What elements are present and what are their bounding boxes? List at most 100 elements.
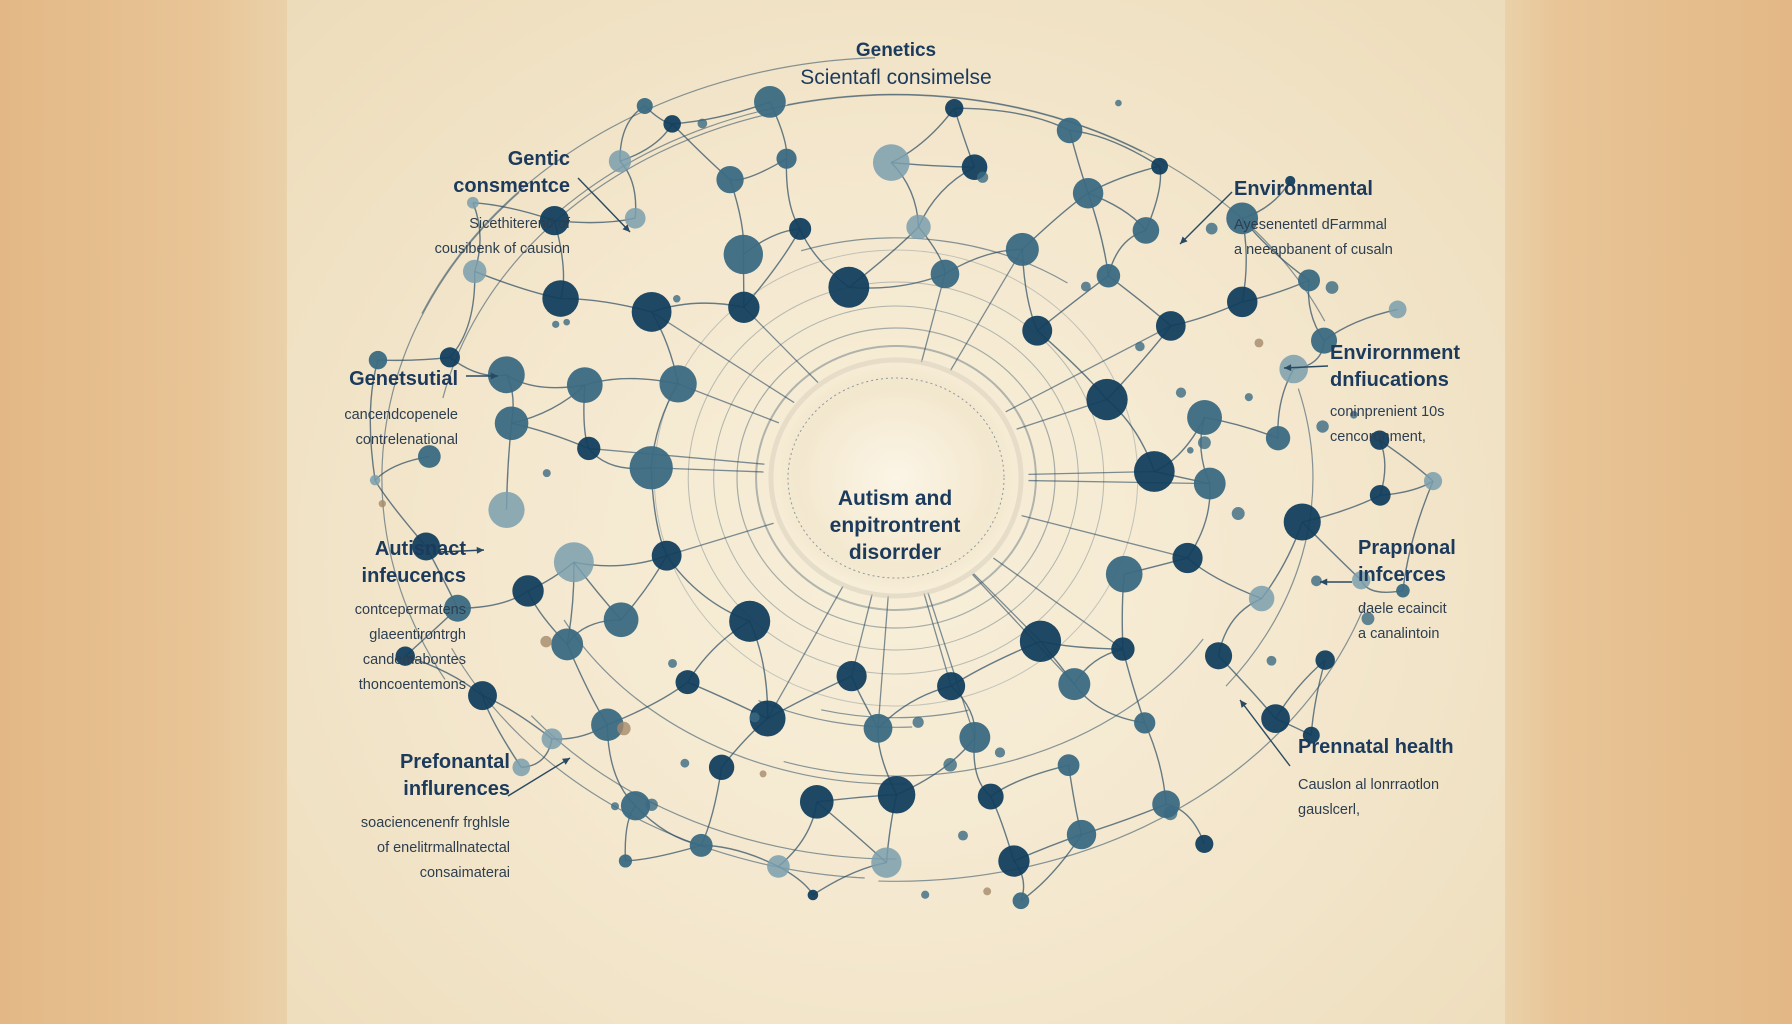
network-spoke (923, 593, 952, 687)
network-node (1315, 650, 1335, 670)
center-ring (687, 281, 1105, 675)
network-dot (645, 798, 658, 811)
network-dot (1361, 612, 1375, 626)
network-dot (1135, 341, 1145, 352)
network-edge (1069, 129, 1160, 167)
network-node (1151, 157, 1168, 175)
network-dot (1205, 222, 1218, 235)
label-pointer-arrowhead (476, 546, 484, 554)
network-node (1058, 668, 1091, 701)
network-arc (563, 619, 907, 785)
network-node (1285, 175, 1296, 187)
network-node (1057, 754, 1080, 777)
label-sub: cancendcopenele (344, 407, 458, 423)
network-arc (381, 192, 520, 680)
network-node (906, 214, 931, 240)
network-dot (958, 830, 968, 841)
network-node (1105, 555, 1143, 593)
network-edge (1402, 480, 1434, 591)
network-node (541, 728, 563, 750)
network-node (789, 217, 812, 240)
network-node (675, 670, 700, 695)
network-dot (1266, 655, 1277, 666)
network-node (539, 205, 570, 236)
center-label-line-3: disorrder (848, 541, 942, 564)
network-dot (378, 499, 387, 508)
network-node (1072, 177, 1104, 209)
label-head: Envirornment (1330, 342, 1461, 364)
label-head: consmentce (453, 175, 570, 197)
label-head: Prapnonal (1358, 537, 1456, 559)
label-sub: a neeapbanent of cusaln (1234, 242, 1393, 258)
network-dot (1080, 281, 1091, 292)
network-spoke (1005, 325, 1172, 413)
network-node (799, 785, 834, 819)
network-node (1369, 430, 1390, 450)
network-node (1096, 264, 1121, 288)
network-node (488, 491, 525, 528)
network-node (494, 406, 529, 441)
network-node (871, 847, 902, 878)
network-node (1022, 315, 1053, 346)
network-node (608, 150, 632, 173)
network-spoke (1028, 470, 1155, 476)
network-node (603, 602, 639, 638)
network-node (1423, 472, 1443, 491)
network-dot (673, 294, 681, 303)
label-pointer-line (1239, 699, 1291, 767)
network-node (551, 628, 584, 661)
network-dot (1311, 575, 1322, 587)
network-spoke (588, 447, 765, 465)
network-node (776, 148, 797, 169)
label-sub: thoncoentemons (358, 677, 466, 693)
network-node (877, 775, 916, 814)
center-ring (768, 357, 1024, 599)
network-node (959, 721, 991, 753)
label-pointer-line (439, 549, 485, 553)
network-node (417, 445, 441, 468)
network-node (1133, 451, 1175, 492)
label-pointer-line (577, 177, 631, 233)
network-node (689, 833, 713, 857)
label-head: influrences (403, 778, 510, 800)
network-spoke (651, 311, 795, 404)
network-arc (530, 715, 897, 860)
network-arc (821, 709, 969, 719)
center-label: Autism and enpitrontrent disorrder (790, 485, 1000, 566)
label-sub: candemabontes (362, 652, 466, 668)
network-dot (921, 890, 930, 899)
network-spoke (1021, 514, 1188, 559)
network-dot (994, 747, 1006, 758)
network-node (729, 600, 771, 642)
label-head: Genetsutial (349, 368, 458, 390)
network-dot (983, 887, 992, 896)
network-node (1019, 620, 1062, 662)
network-node (512, 758, 531, 777)
network-dot (542, 469, 551, 478)
network-node (663, 115, 681, 133)
network-dot (610, 802, 620, 811)
label-pointer-arrowhead (562, 758, 570, 765)
network-spoke (743, 306, 819, 384)
label-head: Prefonantal (399, 751, 510, 773)
network-node (1369, 484, 1391, 506)
network-dot (1197, 436, 1211, 450)
network-node (553, 542, 594, 583)
network-node (1187, 400, 1223, 435)
label-autisnact-influences: Autisnact infeucencs contcepermatens gla… (300, 536, 466, 698)
network-dot (1316, 420, 1329, 433)
label-sub: a canalintoin (1358, 626, 1440, 642)
network-node (624, 207, 646, 229)
network-node (836, 661, 867, 692)
label-sub: cencoronment, (1330, 429, 1426, 445)
label-head: infcerces (1358, 564, 1446, 586)
diagram-title: Genetics Scientafl consimelse (746, 38, 1046, 92)
label-sub: cousibenk of causion (434, 241, 570, 257)
network-node (618, 854, 633, 868)
network-node (577, 436, 601, 461)
network-node (1172, 542, 1203, 574)
label-pointer-arrowhead (490, 372, 498, 380)
network-node (930, 259, 960, 289)
label-pointer-line (1179, 191, 1233, 245)
network-edge (377, 356, 451, 362)
